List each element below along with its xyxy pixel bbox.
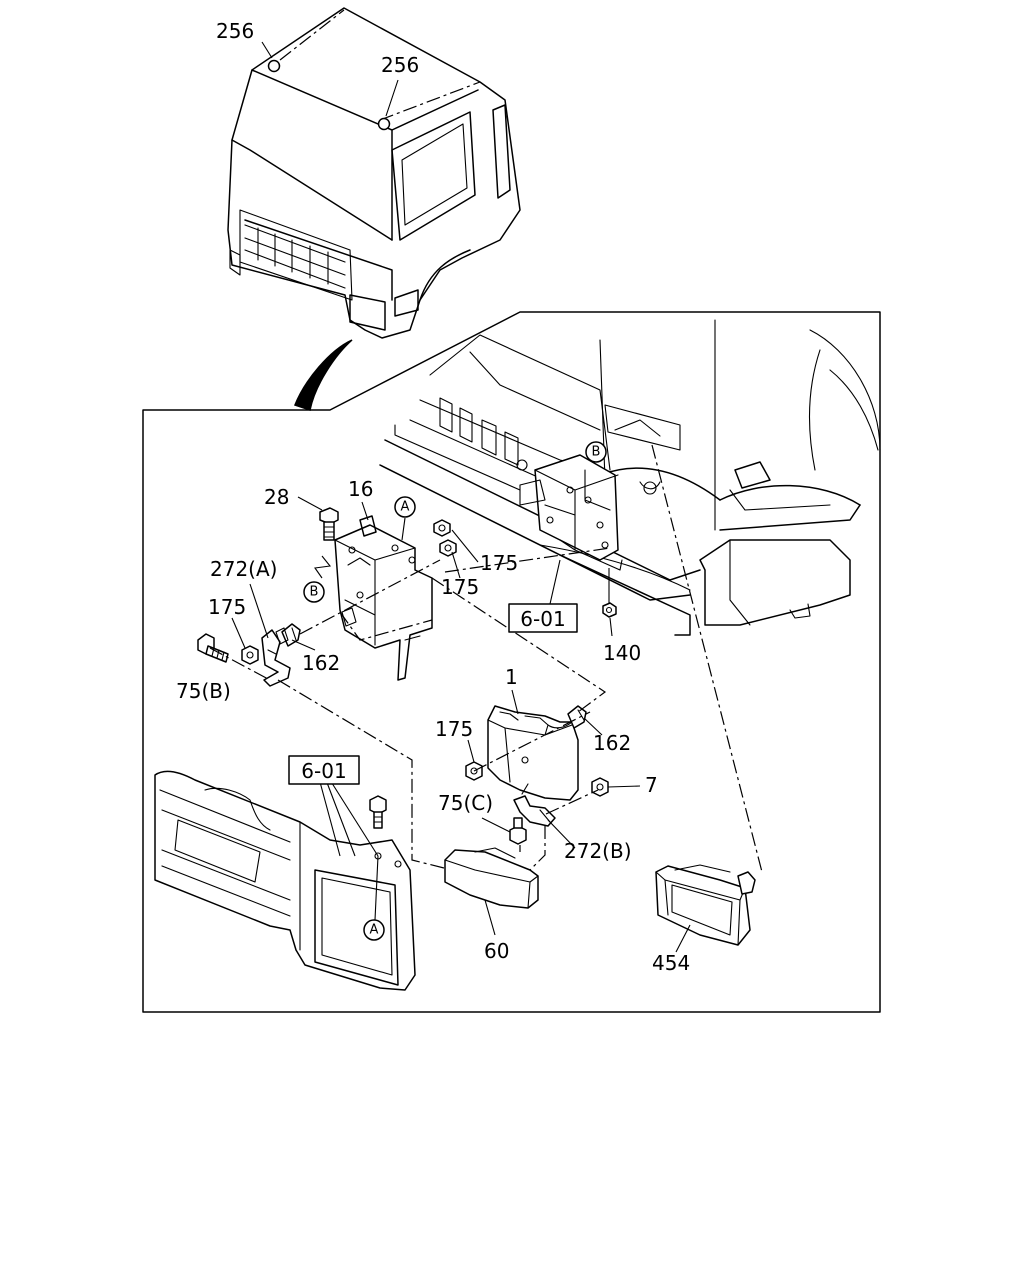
callout-175b: 175 [441,575,479,599]
svg-text:B: B [310,585,319,600]
callout-75c: 75(C) [438,791,493,815]
truck-cab-overview [227,7,521,339]
callout-175d: 175 [435,717,473,741]
bulb-162-right [567,705,587,729]
fog-lamp-454 [655,864,756,946]
nut-175-left [241,645,259,665]
svg-text:B: B [592,445,601,460]
bulb-162-left [275,623,301,647]
callout-16: 16 [348,477,373,501]
leader-lines [209,41,763,953]
callout-162a: 162 [302,651,340,675]
bolt-75c [509,817,527,845]
svg-text:A: A [370,923,379,938]
bracket-272a [249,583,291,687]
callout-256b: 256 [381,53,419,77]
callout-175a: 175 [480,551,518,575]
detail-frame [142,311,881,1013]
callout-256a: 256 [216,19,254,43]
lamp-bracket [334,515,433,681]
callout-75b: 75(B) [176,679,231,703]
side-lamp-60 [444,847,539,909]
marker-a-panel: A [363,919,385,941]
nuts-175-upper [433,519,457,557]
frame-bracket [519,454,623,571]
ref-box-6-01-lower: 6-01 [288,755,360,785]
svg-text:6-01: 6-01 [520,607,565,631]
callout-labels: 256 256 28 16 175 175 272(A) 175 162 75(… [176,19,690,975]
marker-b-frame: B [585,441,607,463]
callout-140: 140 [603,641,641,665]
callout-454: 454 [652,951,690,975]
marker-b-bracket: B [303,581,325,603]
ref-box-6-01-upper: 6-01 [508,603,578,633]
nut-7 [591,777,609,797]
callout-175c: 175 [208,595,246,619]
nut-140 [602,568,617,618]
bolt-28 [319,507,339,541]
turn-lamp-1 [487,705,579,801]
front-bumper-frame [379,319,881,636]
bolt-panel [369,795,387,829]
callout-272b: 272(B) [564,839,632,863]
callout-272a: 272(A) [210,557,277,581]
callout-7: 7 [645,773,658,797]
callout-1: 1 [505,665,518,689]
callout-162b: 162 [593,731,631,755]
front-panel [154,770,416,991]
callout-28: 28 [264,485,289,509]
svg-text:6-01: 6-01 [301,759,346,783]
callout-60: 60 [484,939,509,963]
marker-a-upper: A [394,496,416,518]
detail-arrow [294,339,353,411]
svg-text:A: A [401,500,410,515]
bolt-75b [197,633,229,663]
